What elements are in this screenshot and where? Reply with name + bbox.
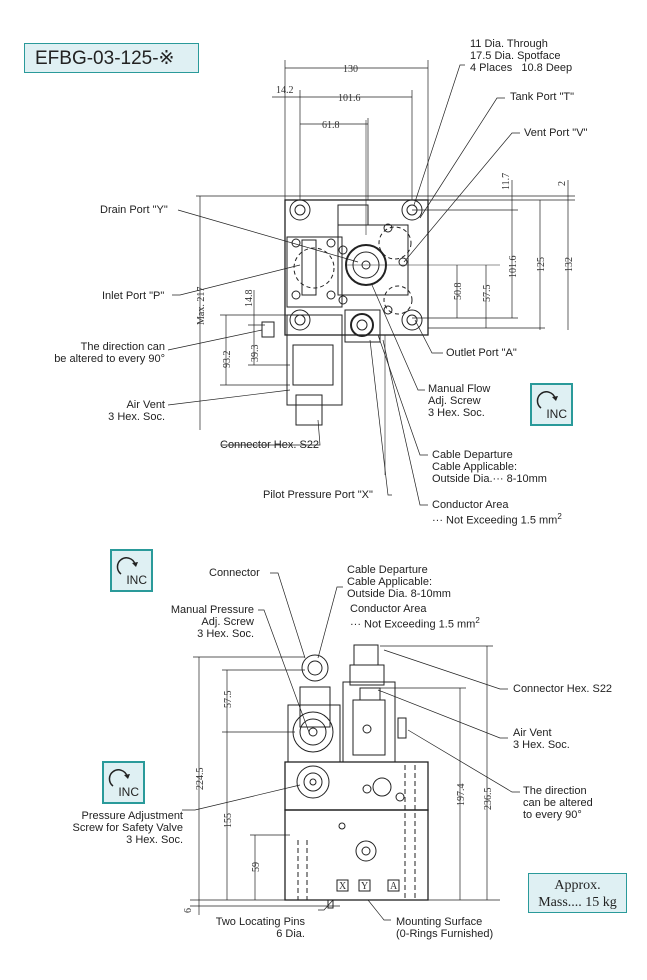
dim-57-5-side: 57.5: [223, 691, 234, 709]
dim-101-6-v: 101.6: [508, 256, 519, 279]
dim-14-2: 14.2: [276, 85, 294, 96]
dim-93-2: 93.2: [222, 351, 233, 369]
dim-max-217: Max. 217: [196, 287, 207, 325]
conductor-label-side: Conductor Area ··· Not Exceeding 1.5 mm2: [350, 603, 480, 631]
dim-130: 130: [343, 64, 358, 75]
top-view-lower: [261, 309, 381, 426]
manual-flow-label: Manual Flow Adj. Screw 3 Hex. Soc.: [428, 383, 491, 419]
rotate-clockwise-icon: [108, 769, 130, 787]
side-dimension-text: 224.5 57.5 155 59 6 197.4 236.5 X Y A: [183, 691, 494, 914]
top-leader-lines: [167, 64, 520, 506]
rotate-clockwise-icon: [536, 391, 558, 409]
port-x-label: X: [339, 881, 347, 892]
dim-6: 6: [183, 908, 194, 913]
side-leader-lines: [182, 572, 520, 921]
cable-label-side: Cable Departure Cable Applicable: Outsid…: [347, 564, 451, 600]
side-dimension-lines: [190, 645, 500, 915]
manual-pressure-label: Manual Pressure Adj. Screw 3 Hex. Soc.: [170, 604, 254, 640]
dim-11-7: 11.7: [501, 173, 512, 190]
outlet-port-label: Outlet Port "A": [446, 347, 517, 359]
dim-125: 125: [536, 257, 547, 272]
dim-197-4: 197.4: [456, 784, 467, 807]
direction-label-side: The direction can be altered to every 90…: [523, 785, 593, 821]
port-a-box: [387, 879, 400, 892]
dim-2: 2: [557, 181, 568, 186]
inc-badge-side-1: INC: [110, 549, 153, 592]
port-a-label: A: [390, 881, 398, 892]
top-dimension-lines: [196, 60, 575, 430]
dim-14-8: 14.8: [244, 290, 255, 308]
connector-label: Connector: [209, 567, 260, 579]
dim-132: 132: [564, 257, 575, 272]
mass-text: Approx. Mass.... 15 kg: [538, 878, 617, 910]
dim-224-5: 224.5: [195, 768, 206, 791]
locating-pins-label: Two Locating Pins 6 Dia.: [215, 916, 305, 940]
model-title: EFBG-03-125-※: [24, 43, 199, 73]
port-y-box: [358, 879, 371, 892]
top-centerlines: [345, 120, 500, 475]
air-vent-label-top: Air Vent 3 Hex. Soc.: [108, 399, 165, 423]
mounting-surface-label: Mounting Surface (0-Rings Furnished): [396, 916, 494, 940]
dim-57-5: 57.5: [482, 285, 493, 303]
dim-236-5: 236.5: [483, 788, 494, 811]
rotate-clockwise-icon: [116, 557, 138, 575]
dim-39-3: 39.3: [250, 345, 261, 363]
mass-badge: Approx. Mass.... 15 kg: [528, 873, 627, 913]
connector-hex-label-top: Connector Hex. S22: [220, 439, 320, 451]
inc-badge-side-2: INC: [102, 761, 145, 804]
tank-port-label: Tank Port "T": [510, 91, 575, 103]
inlet-port-label: Inlet Port "P": [102, 290, 165, 302]
direction-label-top: The direction can be altered to every 90…: [54, 341, 165, 365]
dim-59: 59: [251, 862, 262, 872]
port-x-box: [336, 879, 349, 892]
pilot-port-label: Pilot Pressure Port "X": [263, 489, 373, 501]
dim-155: 155: [223, 813, 234, 828]
drain-port-label: Drain Port "Y": [100, 204, 168, 216]
dim-101-6-h: 101.6: [338, 93, 361, 104]
top-dimension-text: 130 14.2 101.6 61.8 11.7 2 101.6 125 132…: [196, 64, 575, 368]
vent-port-label: Vent Port "V": [524, 127, 588, 139]
dim-61-8: 61.8: [322, 120, 340, 131]
dim-50-8: 50.8: [453, 283, 464, 301]
pressure-adjustment-label: Pressure Adjustment Screw for Safety Val…: [72, 810, 183, 846]
cable-label-top: Cable Departure Cable Applicable: Outsid…: [432, 449, 547, 485]
inc-badge-top: INC: [530, 383, 573, 426]
air-vent-label-side: Air Vent 3 Hex. Soc.: [513, 727, 570, 751]
mounting-holes-label: 11 Dia. Through 17.5 Dia. Spotface 4 Pla…: [470, 38, 573, 74]
conductor-label-top: Conductor Area ··· Not Exceeding 1.5 mm2: [432, 499, 562, 527]
side-view-body: [284, 644, 429, 909]
port-y-label: Y: [361, 881, 368, 892]
connector-hex-label-side: Connector Hex. S22: [513, 683, 613, 695]
